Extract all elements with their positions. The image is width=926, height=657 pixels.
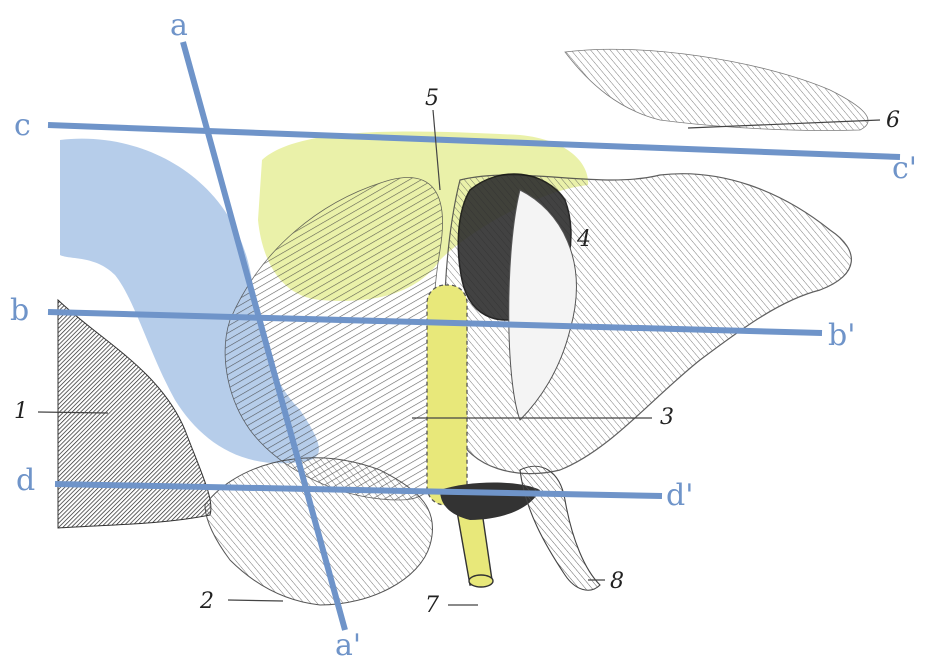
label-2: 2 <box>199 589 214 614</box>
cut-label-c-start: c <box>14 108 31 143</box>
label-8: 8 <box>610 569 624 594</box>
cut-label-a-start: a <box>170 8 188 43</box>
cut-label-d-end: d' <box>666 478 693 513</box>
label-1: 1 <box>14 399 28 424</box>
label-7: 7 <box>425 593 439 618</box>
label-4: 4 <box>576 227 591 252</box>
label-5: 5 <box>425 86 439 111</box>
cut-label-b-start: b <box>10 293 29 328</box>
label-3: 3 <box>660 405 674 430</box>
label-6: 6 <box>886 108 900 133</box>
cut-label-c-end: c' <box>892 151 917 186</box>
cut-label-d-start: d <box>16 463 35 498</box>
cut-label-a-end: a' <box>335 628 361 657</box>
probe-upper <box>427 285 467 505</box>
probe-tip <box>469 575 493 587</box>
cut-label-b-end: b' <box>828 318 855 353</box>
